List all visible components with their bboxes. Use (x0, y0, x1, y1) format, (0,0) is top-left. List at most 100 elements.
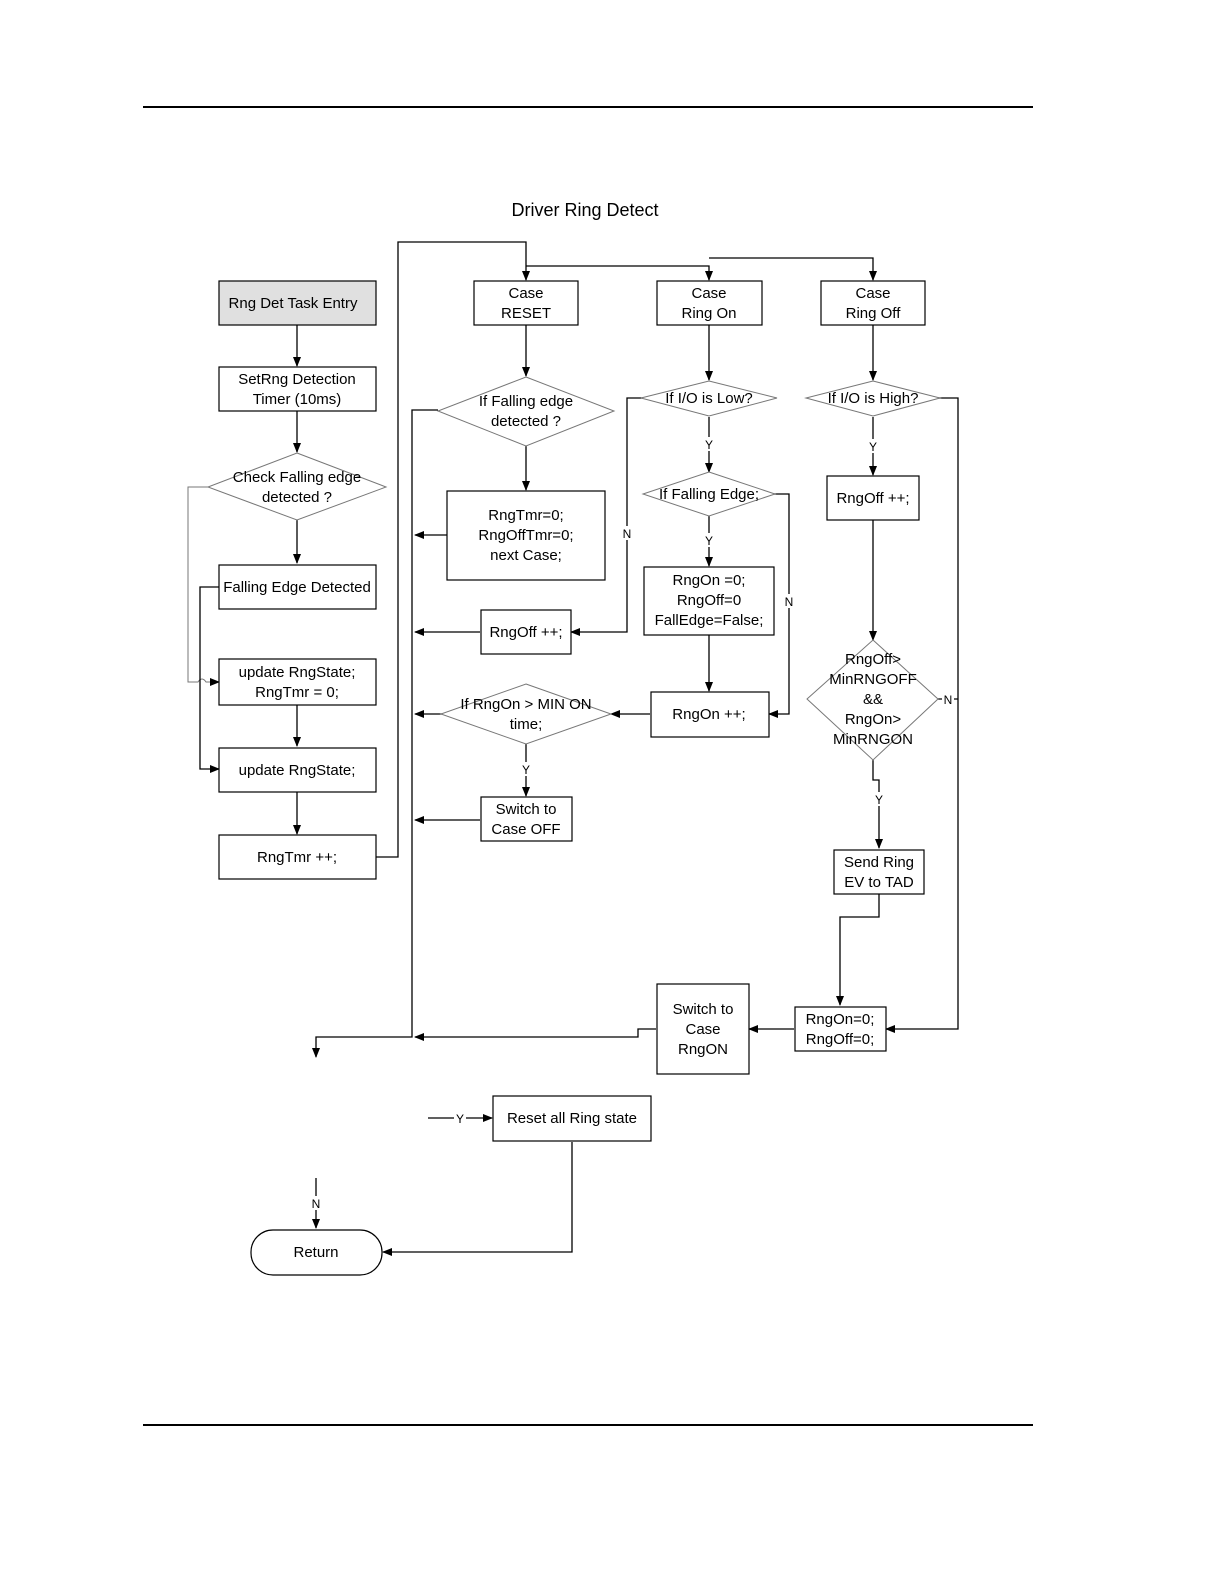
node-label-line: next Case; (490, 547, 562, 564)
svg-text:If I/O is Low?: If I/O is Low? (665, 390, 753, 407)
edge-to-case-ring-on (526, 265, 713, 281)
edge-main-bus (312, 409, 438, 1058)
node-label-line: RngOn ++; (672, 706, 745, 723)
node-label-line: If RngOn > MIN ON (460, 696, 591, 713)
node-label-line: If I/O is Low? (665, 390, 753, 407)
svg-text:Rng Det Task Entry: Rng Det Task Entry (229, 295, 358, 312)
svg-text:If I/O is High?: If I/O is High? (828, 390, 919, 407)
node-label-line: Return (293, 1244, 338, 1261)
node-label-line: EV to TAD (844, 874, 914, 891)
node-rngon-rngoff-zero: RngOn=0; RngOff=0; (794, 1006, 887, 1052)
node-label-line: Switch to (673, 1001, 734, 1018)
node-label-line: RngOffTmr=0; (478, 527, 573, 544)
node-label-line: RngOff=0 (677, 592, 741, 609)
diagram-title: Driver Ring Detect (511, 200, 658, 220)
edge-label-yes: Y (456, 1112, 464, 1126)
node-rngon-inc: RngOn ++; (650, 691, 770, 738)
svg-text:update RngState;: update RngState; (239, 762, 356, 779)
svg-text:RngOn=0;RngOff=0;: RngOn=0; RngOff=0; (806, 1011, 875, 1048)
edge-tmrinc-to-case-reset (376, 241, 530, 858)
node-label-line: update RngState; (239, 762, 356, 779)
node-label-line: Case (855, 285, 890, 302)
svg-text:RngOn ++;: RngOn ++; (672, 706, 745, 723)
node-label-line: SetRng Detection (238, 371, 356, 388)
node-label-line: RngOn> (845, 711, 902, 728)
node-label-line: time; (510, 716, 543, 733)
node-label-line: RngTmr = 0; (255, 684, 339, 701)
node-label-line: If I/O is High? (828, 390, 919, 407)
node-label-line: detected ? (491, 413, 561, 430)
edge-label-yes: Y (869, 440, 877, 454)
node-label-line: RngOff=0; (806, 1031, 875, 1048)
edge-detected-to-update (199, 586, 220, 773)
node-label-line: Ring On (681, 305, 736, 322)
node-label-line: Case (508, 285, 543, 302)
node-falling-detected: Falling Edge Detected (218, 564, 377, 610)
node-label-line: RngTmr ++; (257, 849, 337, 866)
node-update-state: update RngState; (218, 747, 377, 793)
node-label-line: Falling Edge Detected (223, 579, 371, 596)
node-label-line: FallEdge=False; (655, 612, 764, 629)
node-label-line: MinRNGOFF (829, 671, 917, 688)
node-label-line: RngOff ++; (489, 624, 562, 641)
node-reset-all: Reset all Ring state (492, 1095, 652, 1142)
svg-text:Return: Return (293, 1244, 338, 1261)
node-if-io-high: If I/O is High? (804, 380, 942, 417)
node-label-line: RngOff> (845, 651, 901, 668)
node-label-line: Send Ring (844, 854, 914, 871)
node-label-line: RngTmr=0; (488, 507, 563, 524)
node-send-ring: Send Ring EV to TAD (833, 849, 925, 895)
node-if-io-low: If I/O is Low? (640, 380, 778, 417)
node-label-line: Case (691, 285, 726, 302)
node-if-rngon-min: If RngOn > MIN ON time; (439, 683, 613, 745)
svg-text:Falling Edge Detected: Falling Edge Detected (223, 579, 371, 596)
node-label-line: Switch to (496, 801, 557, 818)
node-label-line: If Falling Edge; (659, 486, 759, 503)
node-label-line: RngOn=0; (806, 1011, 875, 1028)
node-label-line: MinRNGON (833, 731, 913, 748)
node-label-line: Ring Off (846, 305, 902, 322)
node-label-line: RngOn =0; (673, 572, 746, 589)
node-return: Return (250, 1229, 383, 1276)
svg-text:RngOff ++;: RngOff ++; (836, 490, 909, 507)
node-label-line: detected ? (262, 489, 332, 506)
node-label-line: && (863, 691, 883, 708)
node-rngoff-inc-left: RngOff ++; (480, 609, 572, 655)
edge-label-yes: Y (875, 793, 883, 807)
edge-check-bypass (187, 486, 220, 686)
node-label-line: Reset all Ring state (507, 1110, 637, 1127)
svg-text:RngTmr ++;: RngTmr ++; (257, 849, 337, 866)
node-label-line: RngON (678, 1041, 728, 1058)
node-label-line: If Falling edge (479, 393, 573, 410)
node-label-line: Timer (10ms) (253, 391, 342, 408)
node-label-line: Rng Det Task Entry (229, 295, 358, 312)
edge-label-no: N (944, 693, 953, 707)
node-label-line: RESET (501, 305, 551, 322)
node-label-line: update RngState; (239, 664, 356, 681)
node-update-state-tmr: update RngState; RngTmr = 0; (218, 658, 377, 706)
node-if-falling-edge-detected: If Falling edge detected ? (436, 376, 616, 447)
node-label-line: RngOff ++; (836, 490, 909, 507)
svg-text:RngTmr=0;RngOffTmr=0;next Case: RngTmr=0; RngOffTmr=0; next Case; (478, 507, 573, 564)
edge-label-yes: Y (522, 763, 530, 777)
edge-label-no: N (785, 595, 794, 609)
edge-to-case-ring-off (709, 257, 877, 281)
edge-label-no: N (312, 1197, 321, 1211)
svg-text:RngOff>MinRNGOFF&&RngOn>MinRNG: RngOff> MinRNGOFF && RngOn> MinRNGON (829, 651, 917, 748)
node-if-falling-edge: If Falling Edge; (641, 471, 777, 517)
